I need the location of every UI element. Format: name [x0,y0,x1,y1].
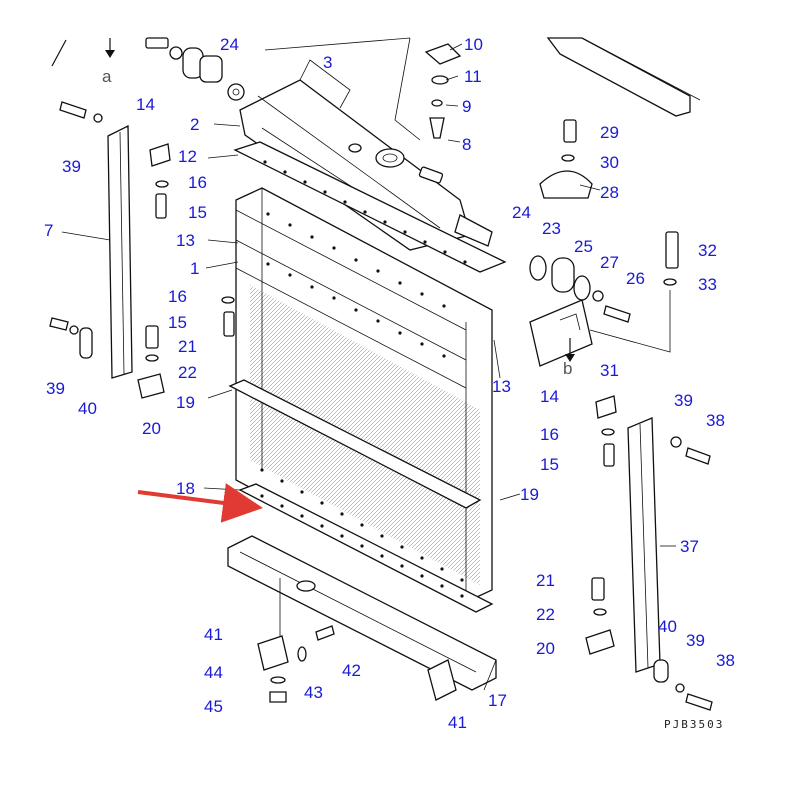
callout-1: 1 [190,259,199,278]
callout-38: 38 [716,651,735,670]
callout-39: 39 [62,157,81,176]
callout-45: 45 [204,697,223,716]
callout-39: 39 [46,379,65,398]
lower-hardware [257,625,335,703]
callout-26: 26 [626,269,645,288]
gasket-upper [233,141,507,273]
callout-27: 27 [600,253,619,272]
callout-2: 2 [190,115,199,134]
callout-37: 37 [680,537,699,556]
callout-16: 16 [540,425,559,444]
callout-25: 25 [574,237,593,256]
callout-29: 29 [600,123,619,142]
right-side-support [585,395,713,711]
callout-41: 41 [204,625,223,644]
reference-code: PJB3503 [664,718,724,731]
pointer-arrow [137,483,263,523]
callout-43: 43 [304,683,323,702]
callout-22: 22 [536,605,555,624]
callout-16: 16 [168,287,187,306]
callout-14: 14 [136,95,155,114]
frame-fragment [546,37,701,117]
callout-14: 14 [540,387,559,406]
callout-20: 20 [536,639,555,658]
callout-40: 40 [658,617,677,636]
callout-24: 24 [512,203,531,222]
part-callouts: 24 3 10 11 9 8 2 14 12 16 15 39 7 13 1 1… [44,35,735,732]
callout-28: 28 [600,183,619,202]
callout-8: 8 [462,135,471,154]
upper-tank [239,37,493,251]
callout-22: 22 [178,363,197,382]
callout-18: 18 [176,479,195,498]
callout-44: 44 [204,663,223,682]
callout-15: 15 [188,203,207,222]
callout-40: 40 [78,399,97,418]
callout-42: 42 [342,661,361,680]
callout-38: 38 [706,411,725,430]
callout-7: 7 [44,221,53,240]
callout-3: 3 [323,53,332,72]
callout-23: 23 [542,219,561,238]
callout-24: 24 [220,35,239,54]
right-mounting [529,119,679,367]
filler-cap-parts [424,43,462,139]
top-bolt-cluster [145,37,245,101]
callout-12: 12 [178,147,197,166]
callout-11: 11 [464,67,482,86]
callout-32: 32 [698,241,717,260]
lower-tank [227,535,497,701]
callout-21: 21 [536,571,555,590]
callout-30: 30 [600,153,619,172]
left-side-support [49,101,165,399]
callout-10: 10 [464,35,483,54]
callout-33: 33 [698,275,717,294]
callout-39: 39 [674,391,693,410]
callout-9: 9 [462,97,471,116]
callout-41: 41 [448,713,467,732]
callout-17: 17 [488,691,507,710]
callout-19: 19 [176,393,195,412]
callout-15: 15 [540,455,559,474]
callout-31: 31 [600,361,619,380]
left-clips [145,143,235,362]
callout-20: 20 [142,419,161,438]
radiator-core [228,187,493,603]
callout-39: 39 [686,631,705,650]
callout-13: 13 [176,231,195,250]
callout-19: 19 [520,485,539,504]
callout-15: 15 [168,313,187,332]
line-art [49,37,713,711]
view-marker-a: a [102,67,112,86]
callout-13: 13 [492,377,511,396]
callout-16: 16 [188,173,207,192]
view-marker-b: b [563,359,572,378]
callout-21: 21 [178,337,197,356]
